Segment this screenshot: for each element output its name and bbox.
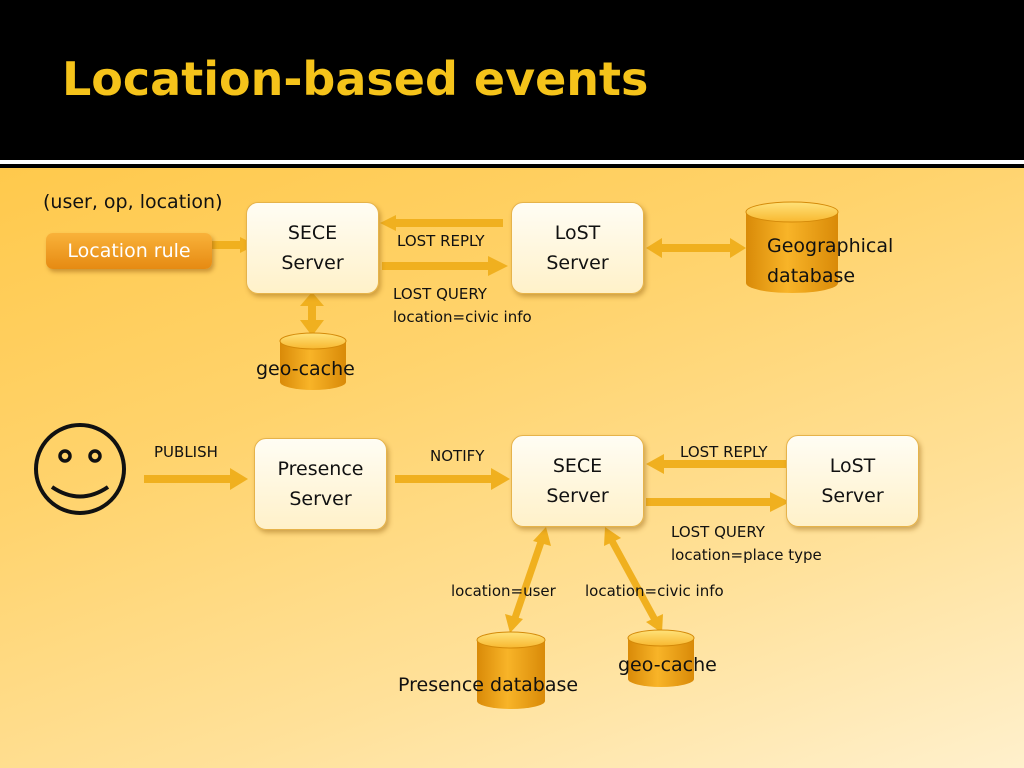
geo-cache-bottom-icon: [627, 629, 695, 687]
lost-server-top-node: LoST Server: [511, 202, 644, 294]
lost-query-top-label: LOST QUERY location=civic info: [393, 283, 532, 329]
lost-server-bottom-line2: Server: [821, 485, 884, 507]
lost-server-top-line1: LoST: [554, 222, 601, 244]
sece-server-bottom-line2: Server: [546, 485, 609, 507]
arrow-publish: [144, 468, 248, 490]
arrow-lost-reply-top: [380, 215, 503, 231]
arrow-sece-presence-db: [505, 527, 551, 633]
lost-query-bottom-line1: LOST QUERY: [671, 523, 765, 541]
slide-title: Location-based events: [62, 52, 649, 106]
lost-server-bottom-node: LoST Server: [786, 435, 919, 527]
arrow-sece-to-geo-cache-top: [300, 292, 324, 336]
user-smiley-icon: [34, 423, 126, 515]
title-divider-gap: [0, 164, 1024, 168]
notify-label: NOTIFY: [430, 447, 485, 465]
lost-server-top-line2: Server: [546, 252, 609, 274]
lost-reply-top-label: LOST REPLY: [397, 232, 485, 250]
lost-server-bottom-line1: LoST: [829, 455, 876, 477]
geo-cache-bottom-label: geo-cache: [618, 654, 717, 676]
geo-cache-top-icon: [279, 332, 347, 390]
sece-server-bottom-line1: SECE: [552, 455, 603, 477]
publish-label: PUBLISH: [154, 443, 218, 461]
lost-query-bottom-label: LOST QUERY location=place type: [671, 521, 822, 567]
lost-query-top-line1: LOST QUERY: [393, 285, 487, 303]
geographical-database-line1: Geographical: [767, 235, 894, 257]
lost-query-top-line2: location=civic info: [393, 308, 532, 326]
geo-cache-top-label: geo-cache: [256, 358, 355, 380]
arrow-lost-to-geo-database: [646, 238, 746, 258]
geographical-database-line2: database: [767, 265, 856, 287]
presence-server-line2: Server: [289, 488, 352, 510]
tuple-label: (user, op, location): [43, 191, 223, 213]
title-bar: Location-based events: [0, 0, 1024, 160]
geographical-database-label: Geographical database: [767, 231, 893, 291]
presence-server-line1: Presence: [277, 458, 364, 480]
lost-reply-bottom-label: LOST REPLY: [680, 443, 768, 461]
sece-server-top-line1: SECE: [287, 222, 338, 244]
presence-database-label: Presence database: [398, 674, 579, 696]
geographical-database-icon: [745, 201, 839, 293]
arrow-lost-query-bottom: [646, 492, 790, 512]
sece-server-top-line2: Server: [281, 252, 344, 274]
lost-query-bottom-line2: location=place type: [671, 546, 822, 564]
arrow-notify: [395, 468, 510, 490]
arrow-lost-reply-bottom: [646, 454, 789, 474]
arrow-sece-geo-cache-bottom: [604, 527, 663, 633]
presence-server-node: Presence Server: [254, 438, 387, 530]
location-civic-label: location=civic info: [585, 582, 724, 600]
location-rule-button[interactable]: Location rule: [46, 233, 212, 269]
sece-server-top-node: SECE Server: [246, 202, 379, 294]
presence-database-icon: [476, 631, 546, 709]
sece-server-bottom-node: SECE Server: [511, 435, 644, 527]
location-user-label: location=user: [451, 582, 556, 600]
title-divider: [0, 160, 1024, 164]
arrow-lost-query-top: [382, 256, 508, 276]
